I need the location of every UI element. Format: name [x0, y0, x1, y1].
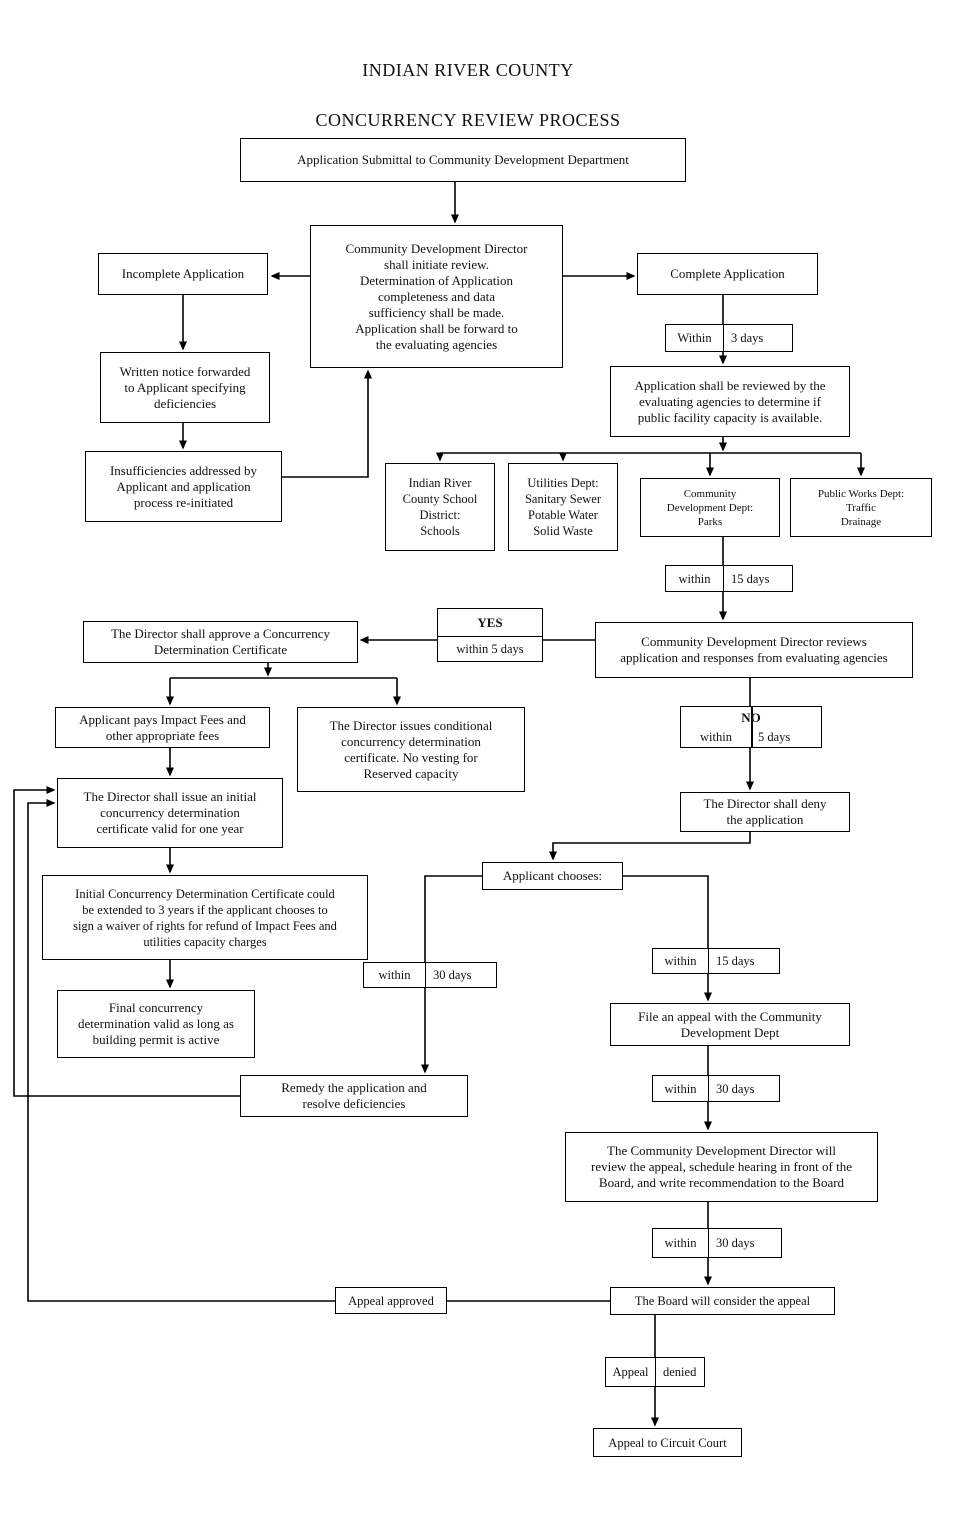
node-applicant-chooses: Applicant chooses: [482, 862, 623, 890]
node-initial-certificate-one-year: The Director shall issue an initial conc… [57, 778, 283, 848]
label-yes-within-5-days: YES within 5 days [437, 608, 543, 662]
within-15-days-value: 15 days [708, 949, 779, 973]
node-written-notice: Written notice forwarded to Applicant sp… [100, 352, 270, 423]
node-application-submittal: Application Submittal to Community Devel… [240, 138, 686, 182]
within-30-days-word: within [664, 1236, 697, 1250]
node-director-deny-application: The Director shall deny the application [680, 792, 850, 832]
no-timing-value: 5 days [758, 729, 791, 744]
no-divider-line [751, 707, 753, 747]
node-insufficiencies-addressed: Insufficiencies addressed by Applicant a… [85, 451, 282, 522]
node-utilities-dept: Utilities Dept: Sanitary Sewer Potable W… [508, 463, 618, 551]
page-title: INDIAN RIVER COUNTY CONCURRENCY REVIEW P… [168, 58, 768, 133]
label-within-3-days: Within 3 days [665, 324, 793, 352]
within-30-days-value: 30 days [425, 963, 496, 987]
label-within-15-days-review: within 15 days [665, 565, 793, 592]
node-director-reviews-appeal: The Community Development Director will … [565, 1132, 878, 1202]
label-within-15-days-appeal: within 15 days [652, 948, 780, 974]
label-within-30-days-board: within 30 days [652, 1228, 782, 1258]
within-30-days-value: 30 days [708, 1076, 779, 1101]
node-incomplete-application: Incomplete Application [98, 253, 268, 295]
connector-group [13, 182, 865, 1427]
title-line-2: CONCURRENCY REVIEW PROCESS [315, 110, 621, 130]
title-line-1: INDIAN RIVER COUNTY [362, 60, 574, 80]
node-remedy-application: Remedy the application and resolve defic… [240, 1075, 468, 1117]
node-application-reviewed-by-agencies: Application shall be reviewed by the eva… [610, 366, 850, 437]
node-director-approve-certificate: The Director shall approve a Concurrency… [83, 621, 358, 663]
within-15-days-value: 15 days [723, 566, 792, 591]
node-file-appeal: File an appeal with the Community Develo… [610, 1003, 850, 1046]
node-conditional-certificate: The Director issues conditional concurre… [297, 707, 525, 792]
within-30-days-word: within [664, 1081, 697, 1096]
label-within-30-days-remedy: within 30 days [363, 962, 497, 988]
node-community-dev-parks: Community Development Dept: Parks [640, 478, 780, 537]
label-appeal-denied: Appeal denied [605, 1357, 705, 1387]
within-3-days-value: 3 days [723, 325, 792, 351]
within-15-days-word: within [678, 571, 711, 586]
label-within-30-days-hearing: within 30 days [652, 1075, 780, 1102]
within-15-days-word: within [664, 954, 697, 968]
within-30-days-word: within [378, 968, 411, 982]
node-appeal-circuit-court: Appeal to Circuit Court [593, 1428, 742, 1457]
node-director-initiate-review: Community Development Director shall ini… [310, 225, 563, 368]
yes-word: YES [477, 614, 503, 630]
no-word: NO [741, 710, 761, 725]
node-complete-application: Complete Application [637, 253, 818, 295]
yes-timing: within 5 days [438, 636, 542, 661]
no-timing-word: within [700, 729, 732, 744]
node-director-reviews-responses: Community Development Director reviews a… [595, 622, 913, 678]
appeal-denied-value: denied [655, 1358, 704, 1386]
node-appeal-approved: Appeal approved [335, 1287, 447, 1314]
within-30-days-value: 30 days [708, 1229, 781, 1257]
within-3-days-word: Within [677, 331, 712, 345]
node-certificate-extension: Initial Concurrency Determination Certif… [42, 875, 368, 960]
no-timing: within 5 days [681, 726, 821, 747]
appeal-denied-word: Appeal [612, 1365, 649, 1379]
node-board-considers-appeal: The Board will consider the appeal [610, 1287, 835, 1315]
node-school-district: Indian River County School District: Sch… [385, 463, 495, 551]
node-applicant-pays-fees: Applicant pays Impact Fees and other app… [55, 707, 270, 748]
label-no-within-5-days: NO within 5 days [680, 706, 822, 748]
node-final-determination: Final concurrency determination valid as… [57, 990, 255, 1058]
node-public-works: Public Works Dept: Traffic Drainage [790, 478, 932, 537]
